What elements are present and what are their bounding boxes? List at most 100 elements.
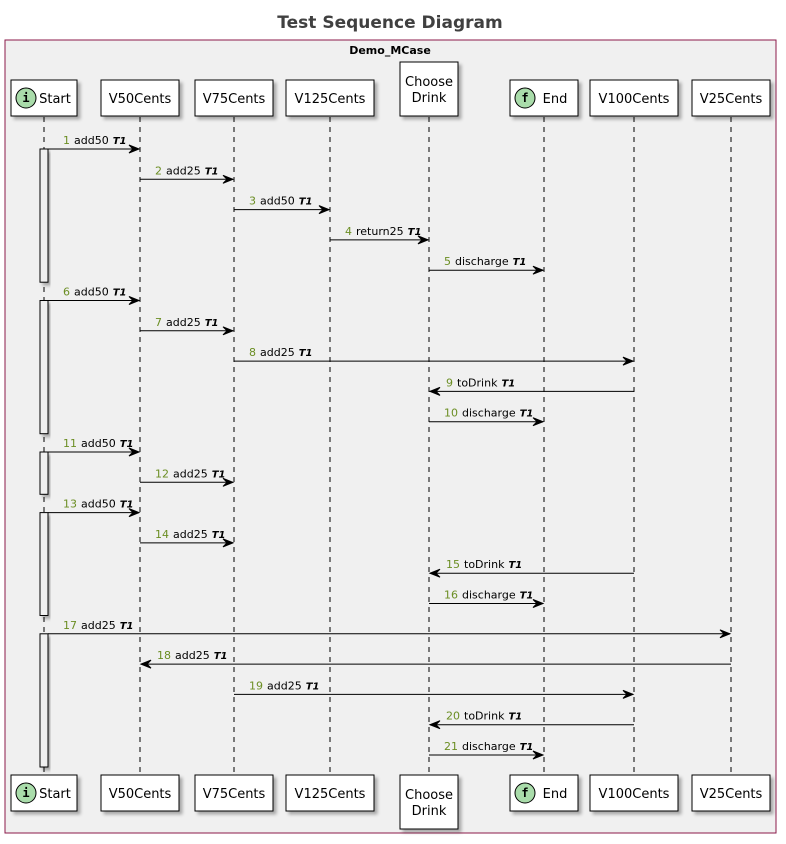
participant-box (399, 774, 459, 830)
participant-box (194, 79, 274, 117)
message-number: 11 (63, 437, 77, 450)
message-arrowhead (622, 356, 635, 366)
participant-box (589, 79, 679, 117)
participant-box (509, 774, 579, 812)
activation-bar (39, 451, 49, 495)
message-arrowhead (532, 750, 545, 760)
message-time-tag: T1 (120, 500, 134, 511)
activation-bar (39, 148, 49, 283)
message-arrowhead (128, 447, 141, 457)
message-arrowhead (318, 205, 331, 215)
participant-box (589, 774, 679, 812)
message-arrowhead (222, 538, 235, 548)
message-number: 8 (249, 346, 256, 359)
stereotype-letter: f (521, 91, 528, 105)
message-number: 16 (444, 589, 458, 602)
message-time-tag: T1 (299, 197, 313, 208)
message-number: 19 (249, 679, 263, 692)
participant-box (194, 774, 274, 812)
message-text: add25 (81, 619, 116, 632)
participant-v25cents-bottom: V25Cents (691, 774, 771, 812)
message-label: 1 add50 T1 (63, 134, 126, 147)
message-text: add50 (260, 195, 295, 208)
participant-name: V75Cents (203, 92, 266, 107)
message-text: add25 (166, 164, 201, 177)
message-text: add50 (74, 134, 109, 147)
message-text: add50 (81, 498, 116, 511)
message-time-tag: T1 (120, 621, 134, 632)
message-17: 17 add25 T1 (48, 619, 732, 639)
participant-box (399, 61, 459, 117)
message-time-tag: T1 (508, 712, 522, 723)
frame-title: Demo_MCase (349, 44, 431, 57)
message-time-tag: T1 (205, 318, 219, 329)
stereotype-letter: i (22, 91, 29, 105)
participant-name: Drink (412, 91, 447, 106)
message-text: add25 (166, 316, 201, 329)
participant-v100cents-top: V100Cents (589, 79, 679, 117)
activation-bar (39, 633, 49, 768)
participant-name: Choose (405, 75, 453, 90)
message-time-tag: T1 (513, 257, 527, 268)
message-number: 17 (63, 619, 77, 632)
message-time-tag: T1 (212, 469, 226, 480)
frame-box (4, 39, 777, 834)
message-arrowhead (428, 720, 441, 730)
message-time-tag: T1 (113, 136, 127, 147)
message-number: 9 (446, 376, 453, 389)
message-time-tag: T1 (299, 348, 313, 359)
participant-v50cents-bottom: V50Cents (100, 774, 180, 812)
participant-name: V125Cents (295, 92, 366, 107)
diagram-title: Test Sequence Diagram (277, 13, 502, 33)
message-time-tag: T1 (214, 651, 228, 662)
message-time-tag: T1 (408, 227, 422, 238)
message-time-tag: T1 (120, 439, 134, 450)
message-arrowhead (222, 477, 235, 487)
participant-v50cents-top: V50Cents (100, 79, 180, 117)
message-number: 1 (63, 134, 70, 147)
message-number: 3 (249, 195, 256, 208)
message-text: add25 (173, 528, 208, 541)
message-number: 10 (444, 407, 458, 420)
message-time-tag: T1 (520, 742, 534, 753)
message-arrowhead (128, 296, 141, 305)
message-arrowhead (128, 144, 141, 154)
message-time-tag: T1 (306, 681, 320, 692)
message-time-tag: T1 (520, 409, 534, 420)
message-arrowhead (532, 599, 545, 608)
participant-box (691, 774, 771, 812)
message-text: return25 (356, 225, 404, 238)
participant-v125cents-bottom: V125Cents (285, 774, 375, 812)
stereotype-letter: f (521, 786, 528, 800)
participant-v75cents-top: V75Cents (194, 79, 274, 117)
message-number: 15 (446, 558, 460, 571)
message-arrowhead (719, 629, 732, 639)
message-text: discharge (462, 740, 516, 753)
message-time-tag: T1 (508, 560, 522, 571)
participant-v25cents-top: V25Cents (691, 79, 771, 117)
participant-box (100, 79, 180, 117)
